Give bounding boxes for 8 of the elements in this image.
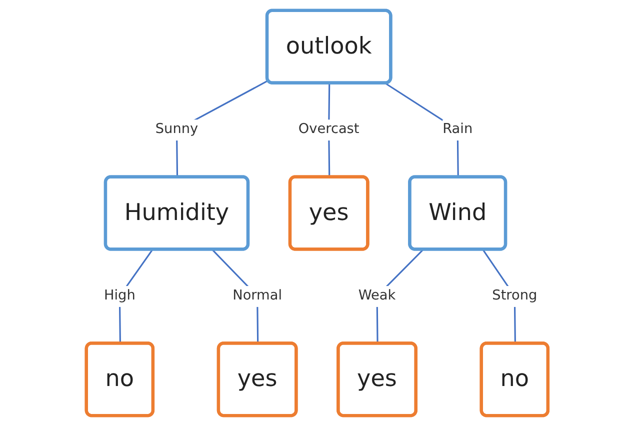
edge-label: Sunny (155, 122, 198, 138)
decision-tree: Sunny Overcast Rain High Normal Weak Strong outlook Humidity yes Wind no yes yes no (78, 2, 556, 424)
edge-label: Normal (232, 288, 282, 304)
edge-label: Rain (442, 122, 472, 138)
edge-label: Weak (358, 288, 396, 304)
edge-label: High (104, 288, 136, 304)
edge-label: Overcast (298, 122, 360, 138)
edge-label: Strong (492, 288, 537, 304)
